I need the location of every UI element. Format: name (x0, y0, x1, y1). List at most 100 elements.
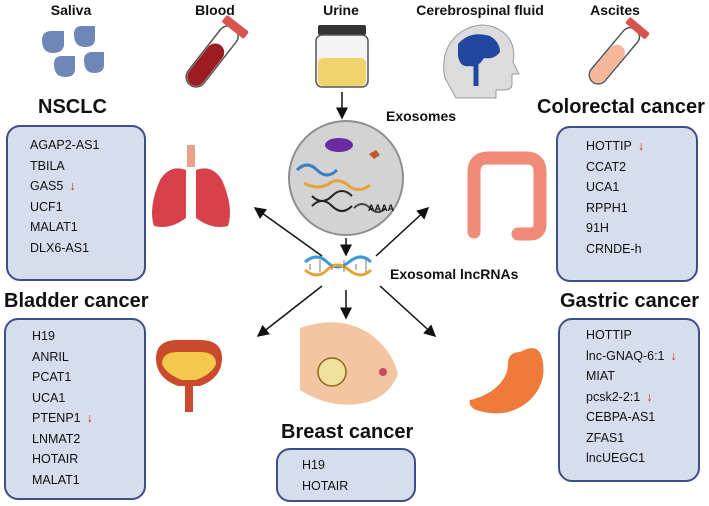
polyA-tail-label: AAAA (368, 203, 394, 213)
lncrna-name: PCAT1 (32, 370, 72, 384)
lncrna-name: PTENP1 (32, 411, 81, 425)
lncrna-item: CRNDE-h (586, 239, 696, 260)
lncrna-item: H19 (32, 326, 144, 347)
exosomes-label: Exosomes (386, 108, 457, 124)
lncrna-name: UCA1 (32, 390, 66, 405)
lncrna-item: pcsk2-2:1 ↓ (586, 387, 698, 408)
lncrna-item: RPPH1 (586, 198, 696, 219)
saliva-drops-icon (42, 26, 104, 77)
lncrna-item: HOTAIR (32, 449, 144, 470)
lncrna-item: ANRIL (32, 347, 144, 368)
lncrna-item: HOTAIR (302, 476, 414, 497)
lncrna-item: DLX6-AS1 (30, 238, 144, 259)
source-label-ascites: Ascites (590, 2, 640, 18)
lncrna-name: lncUEGC1 (586, 451, 646, 465)
lncrna-item: LNMAT2 (32, 429, 144, 450)
lncrna-item: 91H (586, 218, 696, 239)
lncrna-name: GAS5 (30, 179, 64, 193)
downregulated-arrow-icon: ↓ (670, 348, 677, 363)
breast-title: Breast cancer (281, 421, 414, 443)
lncrna-item: PTENP1 ↓ (32, 408, 144, 429)
brain-head-icon (443, 24, 520, 99)
lncrna-name: HOTAIR (32, 452, 79, 466)
exosome-vesicle-icon (288, 120, 404, 236)
lncrna-item: lnc-GNAQ-6:1 ↓ (586, 346, 698, 367)
bladder-title: Bladder cancer (4, 290, 149, 312)
downregulated-arrow-icon: ↓ (69, 179, 76, 193)
exosomal-lncrnas-label: Exosomal lncRNAs (390, 266, 519, 282)
lncrna-name: pcsk2-2:1 (586, 389, 641, 404)
gastric-lncrna-box: HOTTIP lnc-GNAQ-6:1 ↓ MIAT pcsk2-2:1 ↓ CEBPA-A… (558, 318, 700, 482)
lncrna-item: lncUEGC1 (586, 448, 698, 469)
lncrna-name: AGAP2-AS1 (30, 138, 100, 152)
lncrna-item: MIAT (586, 366, 698, 387)
lncrna-name: HOTTIP (586, 139, 632, 153)
lncrna-name: 91H (586, 221, 609, 235)
lncrna-name: CRNDE-h (586, 241, 642, 256)
lncrna-name: H19 (32, 329, 55, 343)
lungs-icon (152, 145, 230, 227)
gastric-title: Gastric cancer (560, 290, 699, 312)
lncrna-name: CCAT2 (586, 159, 627, 174)
lncrna-item: UCA1 (32, 388, 144, 409)
lncrna-item: PCAT1 (32, 367, 144, 388)
lncrna-name: MIAT (586, 369, 615, 383)
downregulated-arrow-icon: ↓ (646, 389, 653, 404)
lncrna-item: MALAT1 (30, 217, 144, 238)
lncrna-item: UCF1 (30, 197, 144, 218)
lncrna-name: ANRIL (32, 349, 69, 364)
lncrna-item: HOTTIP ↓ (586, 136, 696, 157)
lncrna-name: HOTTIP (586, 328, 632, 342)
lncrna-name: lnc-GNAQ-6:1 (586, 348, 665, 363)
stomach-icon (469, 348, 544, 414)
downregulated-arrow-icon: ↓ (86, 411, 93, 425)
lncrna-item: AGAP2-AS1 (30, 135, 144, 156)
lncrna-name: LNMAT2 (32, 431, 81, 446)
downregulated-arrow-icon: ↓ (637, 139, 645, 153)
lncrna-name: HOTAIR (302, 478, 349, 493)
source-label-blood: Blood (195, 2, 235, 18)
lncrna-item: MALAT1 (32, 470, 144, 491)
colon-icon (467, 151, 547, 241)
lncrna-item: UCA1 (586, 177, 696, 198)
ascites-tube-icon (588, 17, 650, 85)
lncrna-item: CEBPA-AS1 (586, 407, 698, 428)
lncrna-name: H19 (302, 458, 325, 472)
lncrna-name: MALAT1 (32, 472, 80, 487)
lncrna-name: ZFAS1 (586, 430, 625, 445)
bladder-icon (156, 340, 222, 412)
lncrna-item: GAS5 ↓ (30, 176, 144, 197)
flow-arrows (253, 92, 437, 338)
nsclc-title: NSCLC (38, 96, 107, 118)
gastric-lncrna-list: HOTTIP lnc-GNAQ-6:1 ↓ MIAT pcsk2-2:1 ↓ CEBPA-A… (586, 325, 698, 469)
lncrna-name: CEBPA-AS1 (586, 410, 656, 424)
source-label-urine: Urine (323, 2, 359, 18)
source-label-csf: Cerebrospinal fluid (416, 2, 544, 18)
blood-tube-icon (185, 15, 249, 88)
lncrna-item: HOTTIP (586, 325, 698, 346)
breast-icon (300, 322, 398, 405)
lncrna-name: DLX6-AS1 (30, 240, 90, 255)
lncrna-name: RPPH1 (586, 200, 628, 215)
lncrna-item: CCAT2 (586, 157, 696, 178)
urine-jar-icon (315, 25, 369, 88)
lncrna-item: H19 (302, 455, 414, 476)
lncrna-name: UCF1 (30, 199, 63, 214)
lncrna-name: MALAT1 (30, 220, 78, 234)
colorectal-title: Colorectal cancer (537, 96, 705, 118)
lncrna-item: TBILA (30, 156, 144, 177)
lncrna-strand-icon (304, 255, 373, 277)
lncrna-item: ZFAS1 (586, 428, 698, 449)
lncrna-name: TBILA (30, 158, 65, 173)
lncrna-name: UCA1 (586, 180, 620, 194)
source-label-saliva: Saliva (50, 2, 92, 18)
